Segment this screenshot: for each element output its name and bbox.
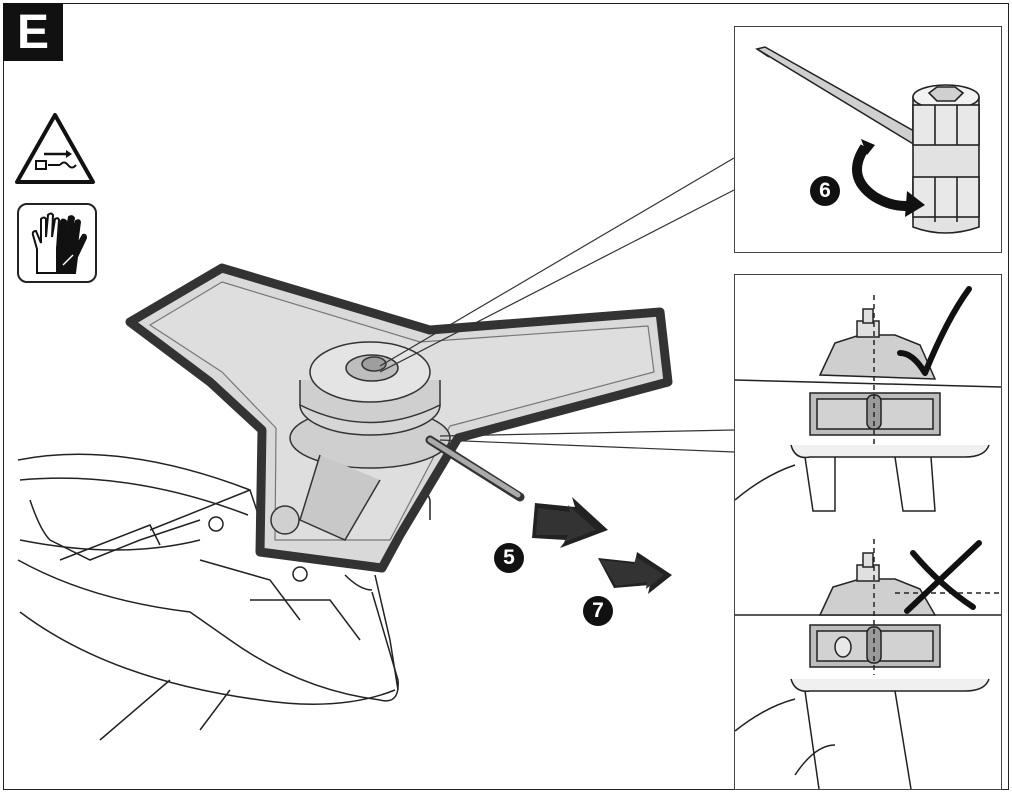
- clockwise-rotation-arrow-icon: [852, 139, 925, 217]
- wear-gloves-icon: [17, 203, 97, 283]
- checkmark-icon: [897, 286, 972, 376]
- socket-wrench-illustration: [755, 46, 980, 234]
- unplug-warning-icon: [15, 113, 95, 184]
- step-6-badge: 6: [810, 176, 840, 206]
- locking-rod: [425, 435, 525, 502]
- callout-leader-lines: [379, 157, 735, 453]
- seating-comparison-illustration: [734, 286, 1002, 790]
- blade-hub: [270, 341, 451, 541]
- cross-mark-icon: [904, 540, 982, 614]
- section-label-badge: E: [3, 3, 63, 61]
- step-7-badge: 7: [583, 596, 613, 626]
- socket-wrench: [912, 84, 980, 234]
- incorrect-seating-diagram: [734, 539, 1001, 790]
- step-5-badge: 5: [494, 543, 524, 573]
- tighten-detail-panel: [734, 26, 1002, 253]
- remove-arrow: [598, 552, 672, 594]
- figure-frame: [3, 3, 1009, 790]
- trimmer-guard: [17, 453, 431, 741]
- insert-arrow: [532, 497, 608, 548]
- seating-comparison-panel: [734, 274, 1002, 790]
- correct-seating-diagram: [734, 295, 1002, 512]
